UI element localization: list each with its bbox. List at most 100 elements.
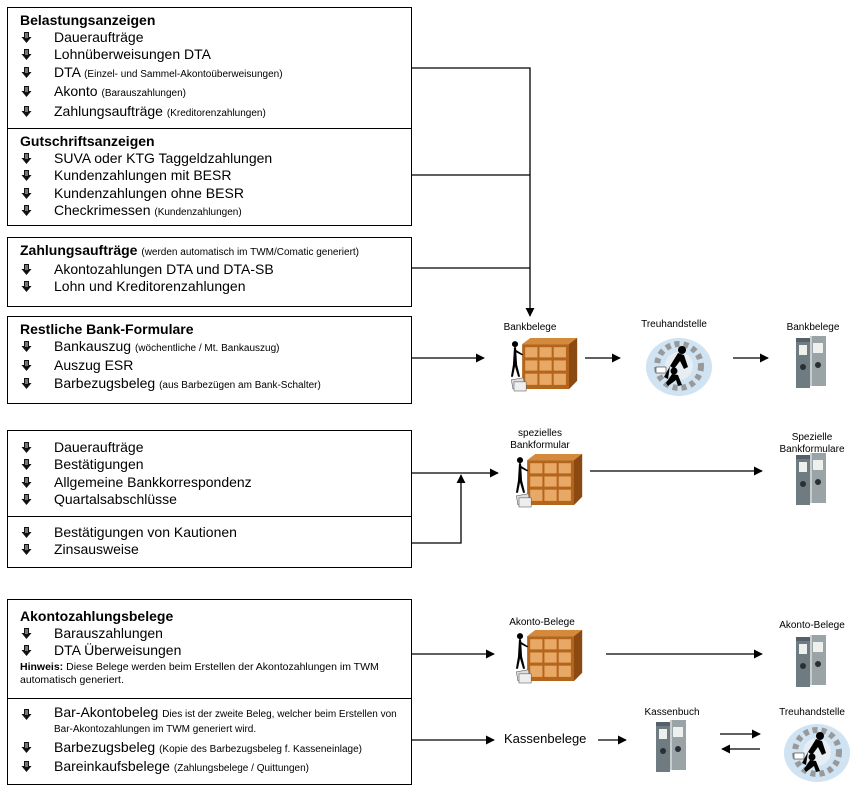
list-item: Zinsausweise [20, 541, 403, 558]
item-note: (Kundenzahlungen) [154, 207, 242, 219]
list-item: Daueraufträge [20, 29, 403, 46]
item-note: (Einzel- und Sammel-Akontoüberweisungen) [84, 68, 283, 80]
binder-icon [792, 335, 832, 390]
item-note: (Zahlungsbelege / Quittungen) [173, 763, 309, 775]
item-text: Kundenzahlungen ohne BESR [54, 184, 244, 201]
list-item: Barauszahlungen [20, 625, 403, 642]
arrow-box1-to-bankbelege [412, 67, 535, 317]
item-list: Bankauszug (wöchentliche / Mt. Bankauszu… [20, 338, 403, 394]
item-text: Lohnüberweisungen DTA [54, 46, 211, 63]
label-kassenbuch: Kassenbuch [644, 707, 700, 718]
label-treuhandstelle-2: Treuhandstelle [779, 707, 845, 718]
label-kassenbelege: Kassenbelege [504, 731, 587, 746]
list-item: Bar-Akontobeleg Dies ist der zweite Bele… [20, 704, 403, 736]
label-spezielles-bankformular: spezielles Bankformular [500, 428, 580, 452]
list-item: Bestätigungen [20, 456, 403, 473]
label-line: Bankformulare [779, 444, 845, 455]
list-item: Barbezugsbeleg (Kopie des Barbezugsbeleg… [20, 739, 403, 758]
label-line: Spezielle [791, 432, 833, 443]
item-note: (Kreditorenzahlungen) [166, 107, 266, 119]
item-text: Checkrimessen [54, 202, 151, 219]
list-item: Bestätigungen von Kautionen [20, 524, 403, 541]
section-restliche: Restliche Bank-Formulare Bankauszug (wöc… [8, 317, 411, 394]
list-item: Zahlungsaufträge (Kreditorenzahlungen) [20, 103, 403, 122]
item-note: (wöchentliche / Mt. Bankauszug) [134, 343, 280, 354]
title-note: (werden automatisch im TWM/Comatic gener… [141, 247, 360, 258]
box-zahlungsauftraege: Zahlungsaufträge (werden automatisch im … [7, 237, 412, 307]
list-item: Bankauszug (wöchentliche / Mt. Bankauszu… [20, 338, 403, 357]
item-note: (Kopie des Barbezugsbeleg f. Kasseneinla… [159, 744, 362, 755]
list-item: Checkrimessen (Kundenzahlungen) [20, 202, 403, 221]
section-title: Zahlungsaufträge (werden automatisch im … [20, 242, 403, 261]
filing-cabinet-person-icon [500, 452, 595, 508]
section-gutschriftsanzeigen: Gutschriftsanzeigen SUVA oder KTG Taggel… [8, 128, 411, 226]
item-text: Kundenzahlungen mit BESR [54, 167, 232, 184]
item-note: (Barauszahlungen) [101, 88, 186, 100]
item-text: Allgemeine Bankkorrespondenz [54, 473, 252, 490]
item-text: Zahlungsaufträge [54, 102, 163, 119]
label-line: Bankformular [510, 440, 570, 451]
item-text: Bestätigungen [54, 456, 144, 473]
list-item: Daueraufträge [20, 439, 403, 456]
list-item: Kundenzahlungen ohne BESR [20, 185, 403, 202]
list-item: DTA (Einzel- und Sammel-Akontoüberweisun… [20, 64, 403, 83]
treuhand-gear-icon [782, 719, 852, 784]
list-item: Kundenzahlungen mit BESR [20, 167, 403, 184]
item-text: Bankauszug [54, 338, 132, 354]
item-text: Akontozahlungen DTA und DTA-SB [54, 261, 274, 277]
section-title: Restliche Bank-Formulare [20, 321, 194, 337]
item-list: Bar-Akontobeleg Dies ist der zweite Bele… [20, 704, 403, 778]
item-text: Bareinkaufsbelege [54, 758, 170, 775]
label-spezielle-bankformulare: Spezielle Bankformulare [770, 432, 854, 456]
item-text: Akonto [54, 83, 98, 100]
section-title: Gutschriftsanzeigen [20, 133, 155, 149]
list-item: Auszug ESR [20, 357, 403, 374]
binder-icon [792, 634, 832, 689]
label-bankbelege-out: Bankbelege [786, 322, 840, 333]
label-akonto-belege: Akonto-Belege [509, 617, 575, 628]
item-text: Quartalsabschlüsse [54, 491, 177, 508]
item-note: Dies ist der zweite Beleg, welcher beim … [54, 709, 397, 735]
label-bankbelege: Bankbelege [503, 322, 557, 333]
list-item: SUVA oder KTG Taggeldzahlungen [20, 150, 403, 167]
label-line: spezielles [518, 428, 562, 439]
item-text: Bar-Akontobeleg [54, 704, 159, 720]
item-text: Daueraufträge [54, 439, 144, 455]
list-item: Bareinkaufsbelege (Zahlungsbelege / Quit… [20, 758, 403, 777]
section-zahlungsauftraege: Zahlungsaufträge (werden automatisch im … [8, 238, 411, 296]
item-text: Zinsausweise [54, 541, 139, 558]
filing-cabinet-person-icon [500, 628, 595, 684]
binder-icon [652, 719, 692, 774]
item-text: DTA Überweisungen [54, 642, 182, 659]
list-item: Barbezugsbeleg (aus Barbezügen am Bank-S… [20, 375, 403, 394]
item-text: SUVA oder KTG Taggeldzahlungen [54, 150, 273, 166]
item-text: Bestätigungen von Kautionen [54, 524, 237, 540]
item-text: Auszug ESR [54, 357, 134, 374]
hint-body: Diese Belege werden beim Erstellen der A… [20, 660, 379, 686]
item-text: Barbezugsbeleg [54, 739, 156, 755]
section-title: Akontozahlungsbelege [20, 608, 174, 624]
list-item: DTA Überweisungen [20, 642, 403, 659]
list-item: Akontozahlungen DTA und DTA-SB [20, 261, 403, 278]
list-item: Akonto (Barauszahlungen) [20, 83, 403, 102]
section-akonto-b: Bar-Akontobeleg Dies ist der zweite Bele… [8, 698, 411, 785]
treuhand-gear-icon [644, 333, 714, 398]
list-item: Lohn und Kreditorenzahlungen [20, 278, 403, 295]
hint-label: Hinweis: [20, 660, 64, 673]
label-akonto-belege-out: Akonto-Belege [779, 620, 845, 631]
arrow-box4b-up [412, 474, 466, 544]
list-item: Lohnüberweisungen DTA [20, 46, 403, 63]
